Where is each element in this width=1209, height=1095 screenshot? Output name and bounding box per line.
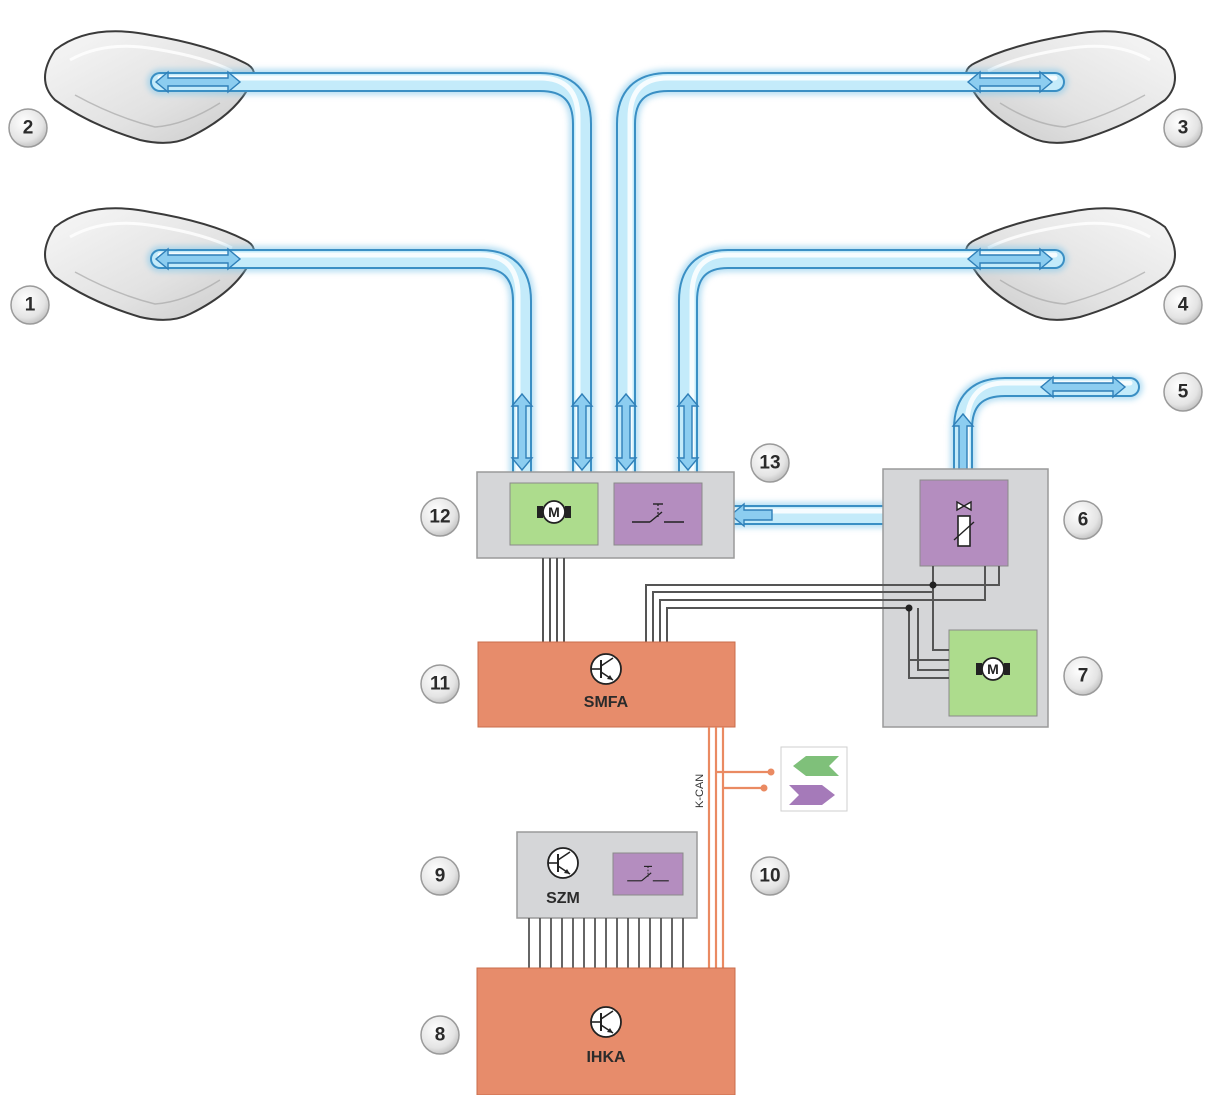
k-can-bus bbox=[707, 727, 769, 968]
callout-1-label: 1 bbox=[25, 295, 36, 316]
callout-5: 5 bbox=[1163, 372, 1203, 412]
callout-7: 7 bbox=[1063, 656, 1103, 696]
bus-tap bbox=[767, 768, 775, 776]
callout-3: 3 bbox=[1163, 108, 1203, 148]
solenoid-valve-icon bbox=[953, 500, 975, 547]
transistor-icon bbox=[547, 847, 579, 879]
callout-3-label: 3 bbox=[1178, 118, 1189, 139]
valve-pump-unit-6-7 bbox=[882, 468, 1049, 728]
transistor-icon bbox=[590, 1006, 622, 1038]
valve-block-12-13 bbox=[476, 471, 735, 559]
callout-10: 10 bbox=[750, 856, 790, 896]
callout-5-label: 5 bbox=[1178, 382, 1189, 403]
callout-1: 1 bbox=[10, 285, 50, 325]
air-flow-arrow-icon bbox=[729, 502, 773, 528]
callout-4-label: 4 bbox=[1178, 295, 1189, 316]
callout-9-label: 9 bbox=[435, 866, 446, 887]
callout-7-label: 7 bbox=[1078, 666, 1089, 687]
callout-11: 11 bbox=[420, 664, 460, 704]
motor-symbol-label: M bbox=[548, 504, 560, 520]
callout-13-label: 13 bbox=[759, 453, 780, 474]
callout-9: 9 bbox=[420, 856, 460, 896]
bus-arrows-icon bbox=[780, 746, 848, 812]
callout-4: 4 bbox=[1163, 285, 1203, 325]
callouts: 2 3 1 4 5 13 12 6 11 7 9 10 8 bbox=[8, 108, 1203, 1055]
callout-13: 13 bbox=[750, 443, 790, 483]
callout-11-label: 11 bbox=[430, 674, 451, 695]
callout-12-label: 12 bbox=[429, 507, 450, 528]
callout-2: 2 bbox=[8, 108, 48, 148]
callout-6: 6 bbox=[1063, 500, 1103, 540]
callout-12: 12 bbox=[420, 497, 460, 537]
szm-module bbox=[516, 831, 698, 919]
motor-symbol-label: M bbox=[987, 661, 999, 677]
ihka-label: IHKA bbox=[586, 1049, 626, 1066]
k-can-label: K-CAN bbox=[694, 774, 706, 808]
wire-junction bbox=[929, 581, 937, 589]
szm-label: SZM bbox=[546, 890, 580, 907]
callout-10-label: 10 bbox=[759, 866, 780, 887]
callout-8-label: 8 bbox=[435, 1025, 446, 1046]
wire-junction bbox=[905, 604, 913, 612]
szm-wires bbox=[528, 918, 684, 968]
bus-tap bbox=[760, 784, 768, 792]
air-lines bbox=[147, 69, 1143, 528]
smfa-label: SMFA bbox=[584, 694, 629, 711]
callout-2-label: 2 bbox=[23, 118, 34, 139]
callout-8: 8 bbox=[420, 1015, 460, 1055]
transistor-icon bbox=[590, 653, 622, 685]
callout-6-label: 6 bbox=[1078, 510, 1089, 531]
